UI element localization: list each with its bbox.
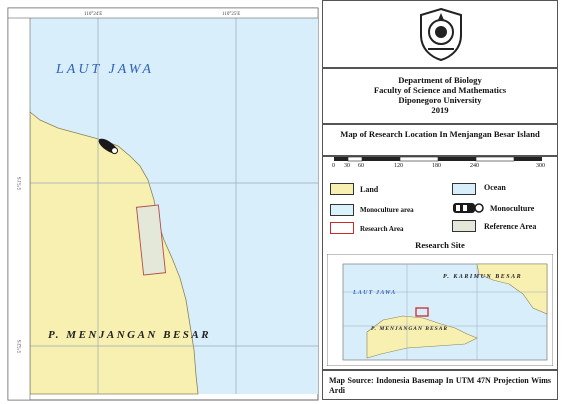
legend-land: Land — [360, 185, 379, 194]
scale-tick-1: 30 — [344, 163, 350, 169]
top-coord-1: 110°24'E — [84, 12, 102, 17]
faculty-name: Faculty of Science and Mathematics — [373, 85, 507, 95]
inset-laut-jawa-label: LAUT JAWA — [352, 290, 396, 296]
sea-label: LAUT JAWA — [55, 62, 154, 77]
monoculture-marker — [98, 138, 119, 155]
source-box: Map Source: Indonesia Basemap In UTM 47N… — [322, 370, 558, 400]
scale-tick-6: 300 — [536, 163, 545, 169]
map-title: Map of Research Location In Menjangan Be… — [340, 129, 540, 139]
research-site-title: Research Site — [415, 240, 465, 250]
map-source: Map Source: Indonesia Basemap In UTM 47N… — [329, 376, 551, 395]
ocean-swatch — [452, 183, 476, 195]
legend-monoculture: Monoculture — [490, 204, 535, 213]
legend-research-area: Research Area — [360, 225, 404, 233]
inset-menjangan-label: P. MENJANGAN BESAR — [371, 326, 448, 332]
reference-area-box — [136, 204, 166, 276]
research-site-inset: P. KARIMUN BESAR LAUT JAWA P. MENJANGAN … — [327, 254, 553, 366]
monoculture-icon — [453, 203, 484, 213]
legend-monoculture-area: Monoculture area — [360, 206, 414, 214]
scale-bar — [334, 156, 542, 162]
research-area-swatch — [330, 222, 354, 234]
scale-tick-2: 60 — [358, 163, 364, 169]
legend-ocean: Ocean — [484, 183, 506, 192]
monoculture-area-swatch — [330, 204, 354, 216]
left-coord-2: 5°52'S — [18, 340, 23, 353]
scale-tick-4: 180 — [432, 163, 441, 169]
scale-tick-3: 120 — [394, 163, 403, 169]
department-name: Department of Biology — [398, 75, 482, 85]
inset-karimun-label: P. KARIMUN BESAR — [443, 274, 522, 280]
island-label: P. MENJANGAN BESAR — [48, 329, 211, 341]
department-box: Department of Biology Faculty of Science… — [322, 68, 558, 124]
year: 2019 — [431, 105, 449, 115]
left-coord-1: 5°51'S — [18, 177, 23, 190]
map-title-box: Map of Research Location In Menjangan Be… — [322, 124, 558, 156]
university-seal-icon — [420, 7, 462, 61]
logo-box — [322, 0, 558, 68]
university-name: Diponegoro University — [398, 95, 482, 105]
reference-area-swatch — [452, 220, 476, 232]
scale-tick-5: 240 — [470, 163, 479, 169]
land-swatch — [330, 183, 354, 195]
top-coord-2: 110°25'E — [222, 12, 240, 17]
legend-reference-area: Reference Area — [484, 222, 537, 231]
scale-tick-0: 0 — [332, 163, 335, 169]
research-area-marker — [415, 307, 429, 317]
